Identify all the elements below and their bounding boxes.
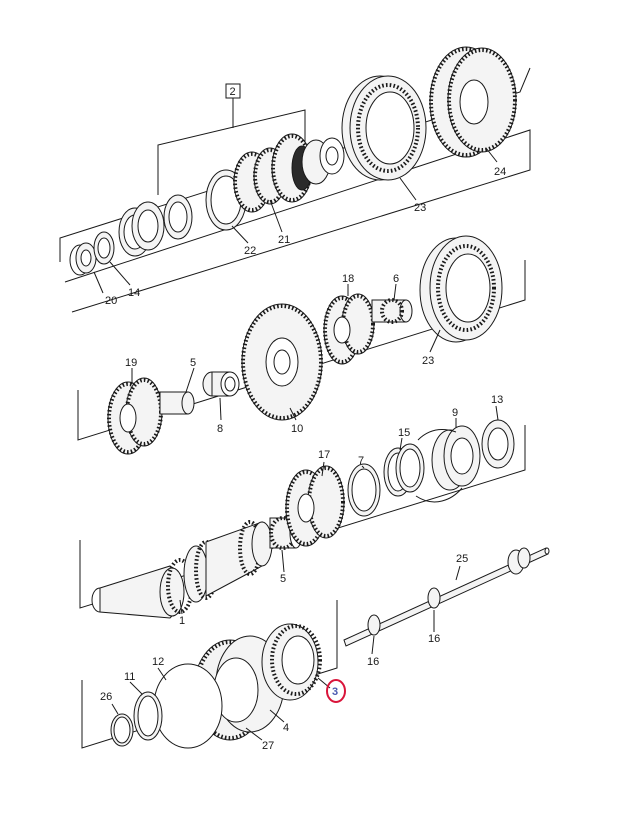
part-gear-24	[429, 46, 517, 158]
part-ring-26	[110, 713, 134, 747]
part-snap-ring-7	[347, 463, 381, 517]
part-sleeve-23b	[419, 235, 503, 343]
row1-parts	[69, 46, 517, 276]
label-21: 21	[278, 234, 290, 246]
part-bearing-20	[69, 242, 97, 276]
part-hub-6	[371, 298, 413, 324]
label-4: 4	[283, 722, 289, 734]
row3-parts	[91, 419, 515, 619]
label-8: 8	[217, 423, 223, 435]
part-ring-14	[93, 231, 115, 265]
label-22: 22	[244, 245, 256, 257]
label-24: 24	[494, 166, 506, 178]
part-shift-rod-25	[343, 547, 550, 647]
label-10: 10	[291, 423, 303, 435]
part-bearing-9	[415, 425, 481, 503]
label-13: 13	[491, 394, 503, 406]
row2-parts	[107, 235, 503, 455]
part-bearing-cup	[118, 201, 165, 257]
label-7: 7	[358, 455, 364, 467]
label-23-top: 23	[414, 202, 426, 214]
label-12: 12	[152, 656, 164, 668]
part-rings-15	[383, 443, 425, 497]
label-9: 9	[452, 407, 458, 419]
label-14: 14	[128, 287, 140, 299]
label-18: 18	[342, 273, 354, 285]
label-6: 6	[393, 273, 399, 285]
label-5-bottom: 5	[280, 573, 286, 585]
label-3: 3	[332, 686, 338, 698]
part-bearing-13	[481, 419, 515, 469]
label-11: 11	[124, 671, 135, 683]
label-19: 19	[125, 357, 137, 369]
part-gear-10	[241, 303, 323, 421]
label-1: 1	[179, 615, 185, 627]
leader-lines	[93, 147, 499, 741]
label-5-top: 5	[190, 357, 196, 369]
group-bracket: 2	[157, 83, 306, 195]
label-25: 25	[456, 553, 468, 565]
group-box-label: 2	[230, 86, 236, 98]
label-16-left: 16	[367, 656, 379, 668]
label-17: 17	[318, 449, 330, 461]
part-ring-11	[133, 691, 163, 741]
part-bushing-8	[202, 371, 240, 397]
label-20: 20	[105, 295, 117, 307]
part-sleeve-23a	[341, 75, 427, 181]
label-27: 27	[262, 740, 274, 752]
highlight-callout-3[interactable]: 3	[326, 679, 346, 703]
part-mainshaft-1	[91, 520, 273, 619]
part-gear-17	[285, 465, 345, 547]
part-gear-18	[323, 293, 375, 365]
label-26: 26	[100, 691, 112, 703]
row4-parts	[110, 547, 550, 749]
part-gear-19	[107, 377, 195, 455]
label-15: 15	[398, 427, 410, 439]
part-labels: 20 14 22 21 23 24 19 5 8 10 18 6 23 17 7…	[100, 166, 506, 752]
part-ring-small	[163, 194, 193, 240]
label-16-right: 16	[428, 633, 440, 645]
label-23-mid: 23	[422, 355, 434, 367]
part-gear-cluster-21	[233, 133, 345, 213]
